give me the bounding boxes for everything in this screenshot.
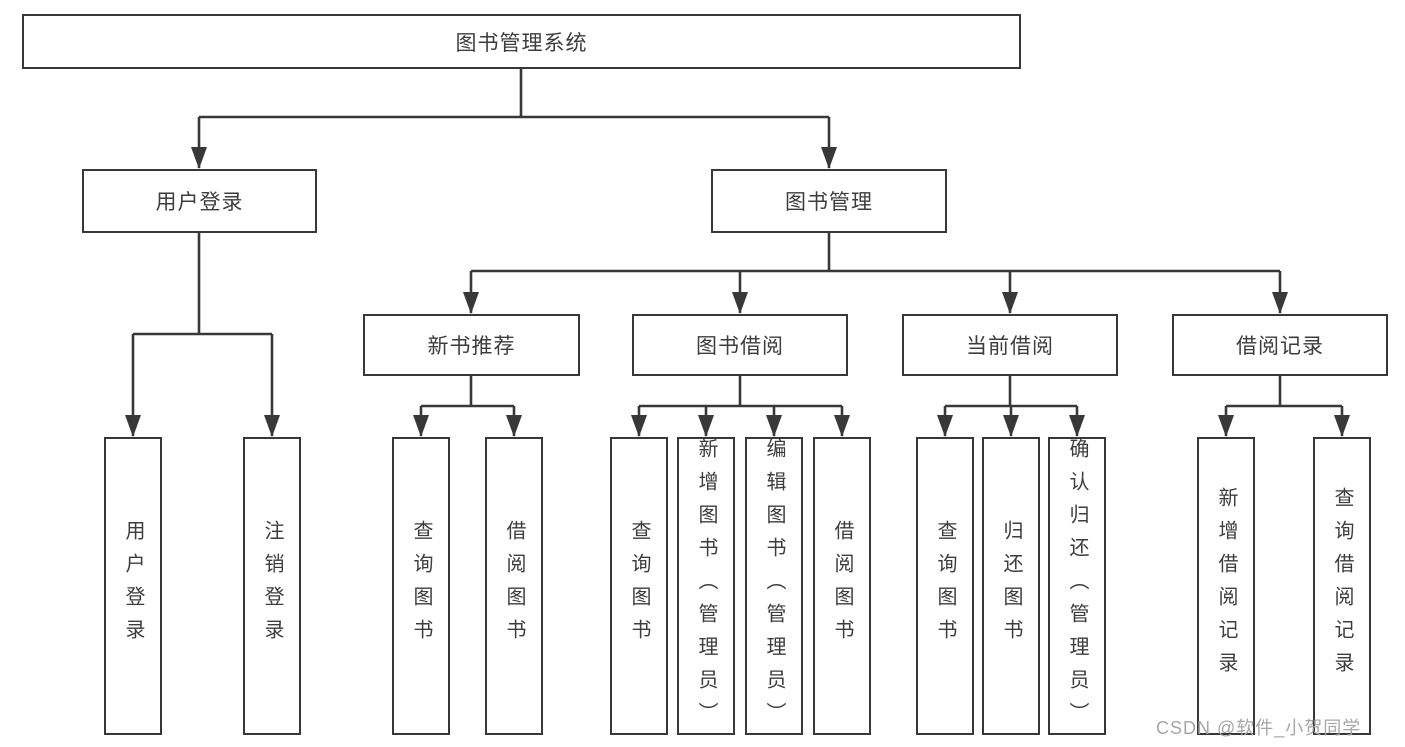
leaf-borrow-books-borrowing-label: 借阅图书 [831, 520, 853, 652]
leaf-query-books-current: 查询图书 [916, 437, 974, 735]
leaf-borrow-books-recommend-label: 借阅图书 [503, 520, 525, 652]
leaf-add-book-admin: 新增图书（管理员） [677, 437, 735, 735]
leaf-user-login-label: 用户登录 [122, 520, 144, 652]
leaf-edit-book-admin-label: 编辑图书（管理员） [763, 437, 785, 735]
leaf-add-borrow-record-label: 新增借阅记录 [1215, 487, 1237, 685]
node-library-system: 图书管理系统 [22, 14, 1021, 69]
leaf-confirm-return-admin: 确认归还（管理员） [1048, 437, 1106, 735]
leaf-return-book-label: 归还图书 [1000, 520, 1022, 652]
leaf-query-borrow-record: 查询借阅记录 [1313, 437, 1371, 735]
leaf-borrow-books-recommend: 借阅图书 [485, 437, 543, 735]
leaf-query-books-recommend-label: 查询图书 [410, 520, 432, 652]
node-new-book-recommend: 新书推荐 [363, 314, 580, 376]
leaf-query-books-borrowing-label: 查询图书 [628, 520, 650, 652]
leaf-user-login: 用户登录 [104, 437, 162, 735]
leaf-logout: 注销登录 [243, 437, 301, 735]
leaf-borrow-books-borrowing: 借阅图书 [813, 437, 871, 735]
watermark: CSDN @软件_小贺同学 [1156, 718, 1362, 738]
node-borrowing-records: 借阅记录 [1172, 314, 1388, 376]
leaf-query-books-recommend: 查询图书 [392, 437, 450, 735]
leaf-add-book-admin-label: 新增图书（管理员） [695, 437, 717, 735]
node-user-login: 用户登录 [82, 169, 317, 233]
leaf-return-book: 归还图书 [982, 437, 1040, 735]
node-current-borrowing: 当前借阅 [902, 314, 1118, 376]
leaf-query-books-borrowing: 查询图书 [610, 437, 668, 735]
leaf-confirm-return-admin-label: 确认归还（管理员） [1066, 437, 1088, 735]
leaf-query-books-current-label: 查询图书 [934, 520, 956, 652]
node-book-borrowing: 图书借阅 [632, 314, 848, 376]
node-book-management: 图书管理 [711, 169, 947, 233]
leaf-edit-book-admin: 编辑图书（管理员） [745, 437, 803, 735]
leaf-add-borrow-record: 新增借阅记录 [1197, 437, 1255, 735]
leaf-logout-label: 注销登录 [261, 520, 283, 652]
leaf-query-borrow-record-label: 查询借阅记录 [1331, 487, 1353, 685]
